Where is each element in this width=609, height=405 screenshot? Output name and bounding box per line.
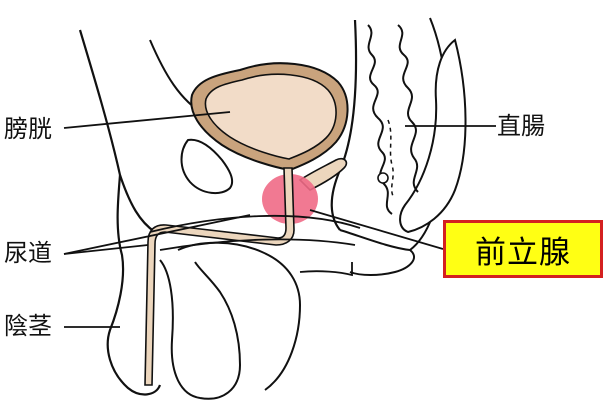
label-rectum: 直腸 — [497, 114, 545, 138]
label-penis: 陰茎 — [4, 314, 52, 338]
rectum-small-ring — [378, 173, 388, 183]
rectum-wall-right — [398, 25, 418, 192]
label-urethra: 尿道 — [4, 241, 52, 265]
scrotum-outline — [195, 262, 240, 399]
rectum-wall-left — [368, 25, 392, 214]
label-bladder: 膀胱 — [4, 117, 52, 141]
bulb-outline — [300, 262, 352, 275]
leader-urethra-2 — [64, 245, 148, 254]
rectum-lumen — [388, 120, 394, 198]
sacrum-inner — [400, 40, 465, 232]
label-prostate-highlight: 前立腺 — [443, 220, 603, 278]
penis-shaft-right — [160, 260, 200, 398]
